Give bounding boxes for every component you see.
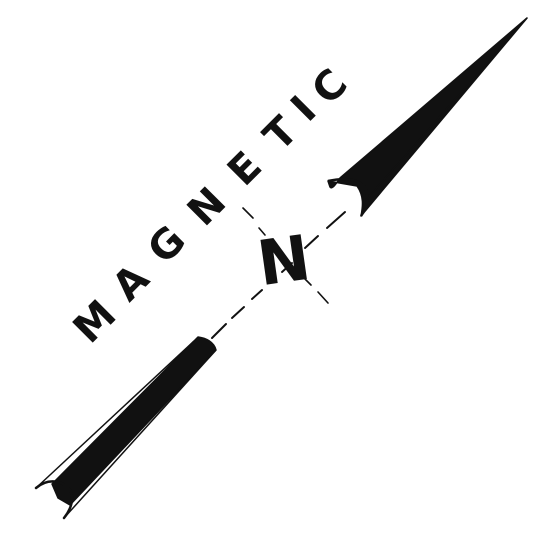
- arrow-tail-edge-lower: [64, 350, 216, 518]
- label-letter-a: A: [104, 256, 158, 310]
- arrow-tail-fill: [52, 337, 216, 505]
- arrow-head-edge: [366, 18, 527, 200]
- arrow-tail-edge: [36, 341, 194, 488]
- magnetic-label: M A G N E T I C: [65, 60, 357, 352]
- arrow-head-fill: [328, 18, 527, 216]
- north-letter: N: [253, 221, 315, 301]
- arrow-tail: [36, 337, 216, 518]
- label-letter-m: M: [65, 292, 126, 353]
- arrow-head: [328, 18, 527, 216]
- label-letter-e: E: [219, 143, 271, 195]
- label-letter-g: G: [139, 217, 195, 273]
- label-letter-c: C: [303, 60, 356, 113]
- label-letter-n: N: [179, 179, 235, 235]
